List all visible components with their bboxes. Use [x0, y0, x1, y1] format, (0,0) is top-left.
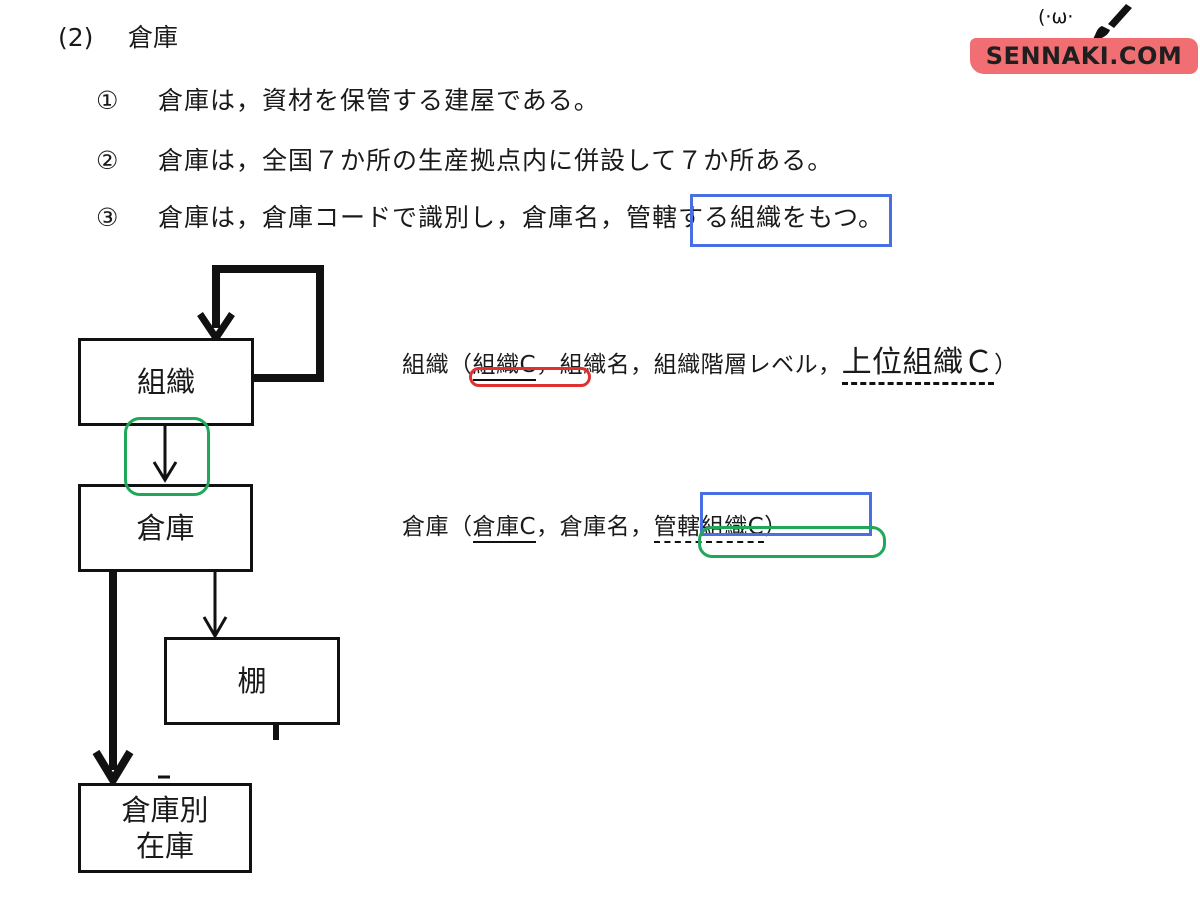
foreign-key: 上位組織Ｃ: [841, 345, 995, 385]
separator: ，: [630, 514, 654, 540]
attribute: 組織階層レベル: [653, 352, 819, 378]
requirement-item-2: ② 倉庫は，全国７か所の生産拠点内に併設して７か所ある。: [96, 141, 833, 177]
logo-text: SENNAKI.COM: [985, 42, 1183, 70]
site-logo: SENNAKI.COM: [970, 38, 1198, 74]
schema-entity-name: 組織: [402, 352, 449, 378]
schema-entity-name: 倉庫: [402, 514, 449, 540]
item-marker: ①: [96, 86, 120, 115]
warehouse-to-stock-arrowhead: [92, 749, 134, 788]
primary-key: 倉庫C: [472, 514, 537, 543]
entity-label: 倉庫: [136, 510, 195, 545]
requirement-item-3: ③ 倉庫は，倉庫コードで識別し，倉庫名，管轄する組織をもつ。: [96, 198, 884, 234]
highlight-oval-foreign-key: [698, 526, 886, 558]
warehouse-to-shelf-arrowhead: [202, 616, 228, 639]
highlight-oval-primary-key: [469, 367, 591, 387]
primary-key: 組織C: [472, 352, 537, 381]
requirement-item-1: ① 倉庫は，資材を保管する建屋である。: [96, 81, 600, 117]
entity-organization: 組織: [78, 338, 254, 426]
separator: ，: [630, 352, 654, 378]
paintbrush-icon: [1092, 4, 1132, 40]
separator: ，: [818, 352, 842, 378]
highlight-box-foreign-key: [700, 492, 872, 536]
paren-close: ）: [994, 352, 1018, 378]
highlight-oval-relationship: [124, 417, 210, 496]
entity-stock-by-warehouse: 倉庫別 在庫: [78, 783, 252, 873]
entity-warehouse: 倉庫: [78, 484, 253, 572]
entity-shelf: 棚: [164, 637, 340, 725]
self-reference-line: [212, 265, 324, 382]
highlighted-phrase: 管轄する組織: [626, 203, 783, 232]
entity-label-line1: 倉庫別: [121, 792, 209, 827]
item-text: 倉庫は，全国７か所の生産拠点内に併設して７か所ある。: [158, 146, 834, 175]
section-title: 倉庫: [128, 23, 179, 52]
entity-label: 棚: [237, 663, 267, 698]
section-heading: (2) 倉庫: [58, 18, 178, 54]
schema-organization: 組織（組織C，組織名，組織階層レベル，上位組織Ｃ）: [402, 337, 1018, 385]
item-marker: ③: [96, 203, 120, 232]
entity-label: 組織: [136, 364, 195, 399]
item-text: 倉庫は，資材を保管する建屋である。: [158, 86, 600, 115]
attribute: 組織名: [559, 352, 631, 378]
attribute: 倉庫名: [559, 514, 631, 540]
entity-label-line2: 在庫: [135, 829, 194, 863]
highlight-box-managing-org: [690, 194, 892, 247]
separator: ，: [536, 514, 560, 540]
section-number: (2): [58, 23, 94, 52]
separator: ，: [536, 352, 560, 378]
item-text: 倉庫は，倉庫コードで識別し，倉庫名，: [158, 203, 627, 232]
paren-open: （: [449, 352, 473, 378]
paren-open: （: [449, 514, 473, 540]
item-text-tail: をもつ。: [782, 203, 885, 232]
item-marker: ②: [96, 146, 120, 175]
logo-face: (·ω·: [1038, 6, 1074, 28]
org-to-warehouse-arrowhead: [152, 461, 178, 483]
